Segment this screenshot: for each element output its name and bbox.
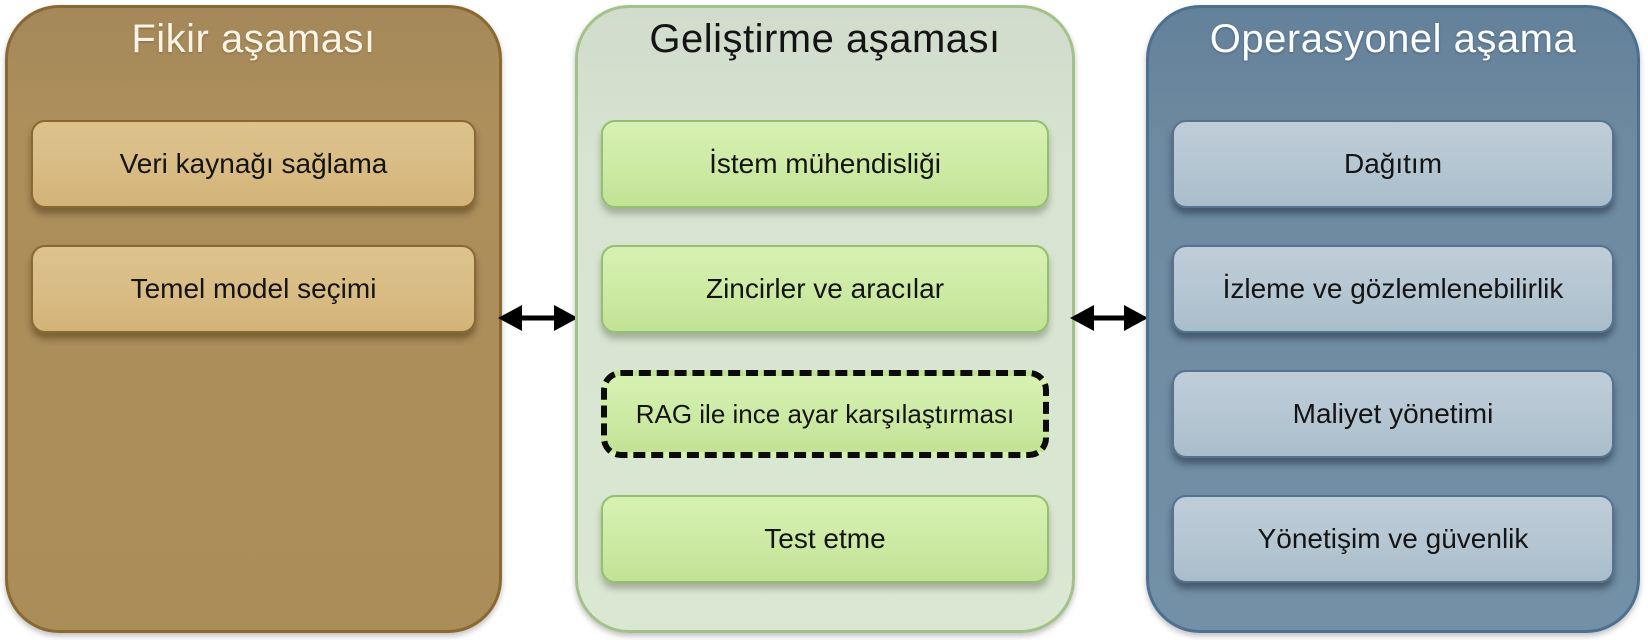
idea-phase-items: Veri kaynağı sağlama Temel model seçimi (31, 120, 476, 333)
development-phase-items: İstem mühendisliği Zincirler ve aracılar… (601, 120, 1049, 583)
item-data-sourcing: Veri kaynağı sağlama (31, 120, 476, 208)
panel-idea-phase: Fikir aşaması Veri kaynağı sağlama Temel… (5, 5, 502, 633)
bidirectional-arrow-development-operational (1070, 305, 1148, 331)
item-testing: Test etme (601, 495, 1049, 583)
item-chains-and-agents: Zincirler ve aracılar (601, 245, 1049, 333)
item-rag-vs-finetuning: RAG ile ince ayar karşılaştırması (601, 370, 1049, 458)
panel-development-phase: Geliştirme aşaması İstem mühendisliği Zi… (575, 5, 1075, 633)
idea-phase-title: Fikir aşaması (131, 17, 376, 61)
item-deployment: Dağıtım (1172, 120, 1614, 208)
development-phase-title: Geliştirme aşaması (649, 17, 1001, 61)
panel-operational-phase: Operasyonel aşama Dağıtım İzleme ve gözl… (1146, 5, 1640, 633)
bidirectional-arrow-idea-development (498, 305, 578, 331)
item-base-model-selection: Temel model seçimi (31, 245, 476, 333)
item-monitoring-observability: İzleme ve gözlemlenebilirlik (1172, 245, 1614, 333)
item-prompt-engineering: İstem mühendisliği (601, 120, 1049, 208)
operational-phase-items: Dağıtım İzleme ve gözlemlenebilirlik Mal… (1172, 120, 1614, 583)
operational-phase-title: Operasyonel aşama (1209, 17, 1577, 61)
item-cost-management: Maliyet yönetimi (1172, 370, 1614, 458)
item-governance-security: Yönetişim ve güvenlik (1172, 495, 1614, 583)
